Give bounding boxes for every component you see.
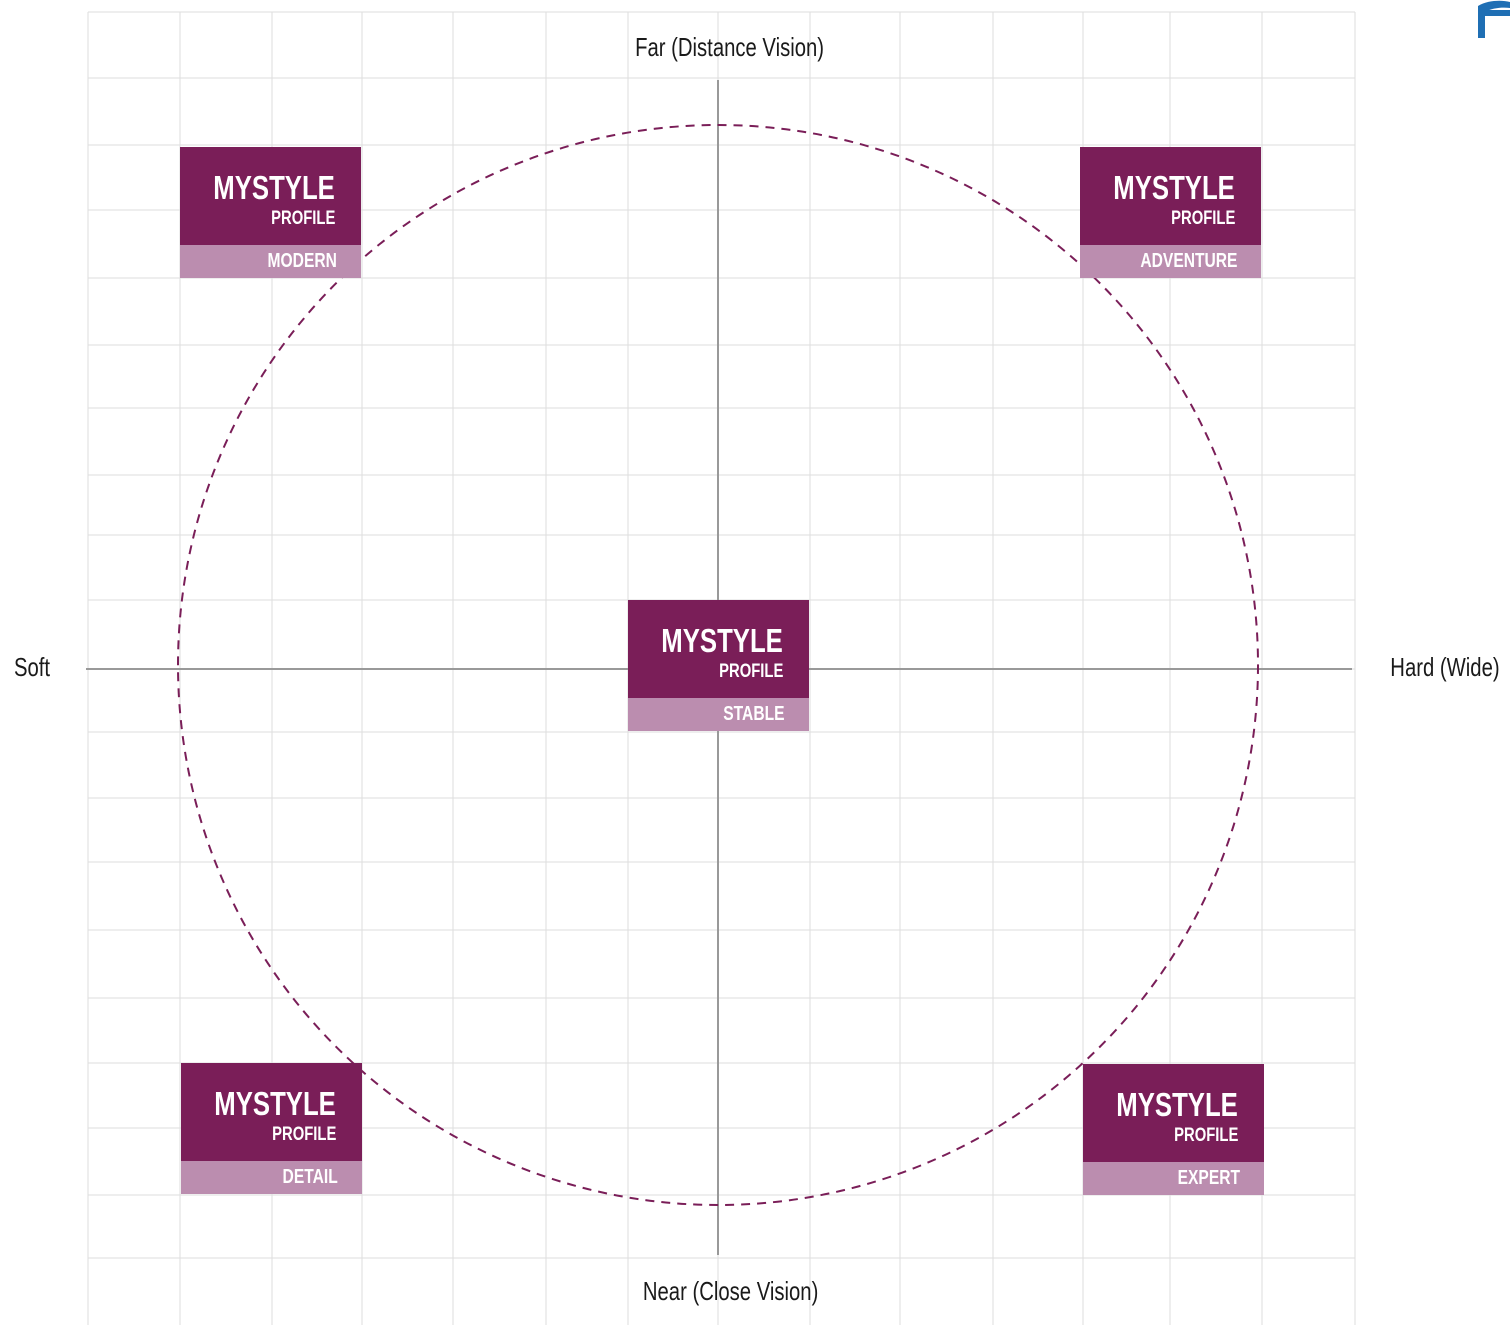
card-header: MYSTYLE PROFILE (1080, 147, 1261, 245)
card-header: MYSTYLE PROFILE (180, 147, 361, 245)
card-profile-name: STABLE (723, 703, 785, 725)
card-header: MYSTYLE PROFILE (181, 1063, 362, 1161)
card-subtitle: PROFILE (270, 208, 335, 229)
card-footer: ADVENTURE (1080, 245, 1261, 278)
card-profile-name: EXPERT (1177, 1167, 1240, 1189)
card-header: MYSTYLE PROFILE (1083, 1064, 1264, 1162)
profile-card-adventure[interactable]: MYSTYLE PROFILE ADVENTURE (1080, 147, 1261, 278)
profile-card-expert[interactable]: MYSTYLE PROFILE EXPERT (1083, 1064, 1264, 1195)
card-title: MYSTYLE (1116, 1086, 1238, 1123)
card-subtitle: PROFILE (271, 1124, 336, 1145)
card-title: MYSTYLE (661, 622, 783, 659)
brand-logo-fragment-icon (1478, 0, 1510, 38)
card-title: MYSTYLE (213, 169, 335, 206)
axis-label-bottom: Near (Close Vision) (642, 1276, 819, 1306)
axis-label-top: Far (Distance Vision) (635, 32, 825, 62)
card-subtitle: PROFILE (1170, 208, 1235, 229)
card-footer: EXPERT (1083, 1162, 1264, 1195)
axis-label-left: Soft (13, 652, 51, 682)
profile-card-stable[interactable]: MYSTYLE PROFILE STABLE (628, 600, 809, 731)
card-footer: MODERN (180, 245, 361, 278)
card-title: MYSTYLE (1113, 169, 1235, 206)
axis-label-right: Hard (Wide) (1390, 652, 1500, 682)
profile-card-detail[interactable]: MYSTYLE PROFILE DETAIL (181, 1063, 362, 1194)
profile-card-modern[interactable]: MYSTYLE PROFILE MODERN (180, 147, 361, 278)
card-header: MYSTYLE PROFILE (628, 600, 809, 698)
card-subtitle: PROFILE (1173, 1125, 1238, 1146)
card-profile-name: MODERN (267, 250, 337, 272)
card-footer: STABLE (628, 698, 809, 731)
card-subtitle: PROFILE (718, 661, 783, 682)
card-footer: DETAIL (181, 1161, 362, 1194)
card-profile-name: ADVENTURE (1139, 250, 1237, 272)
card-profile-name: DETAIL (282, 1166, 338, 1188)
dashed-circle (177, 124, 1259, 1206)
card-title: MYSTYLE (214, 1085, 336, 1122)
